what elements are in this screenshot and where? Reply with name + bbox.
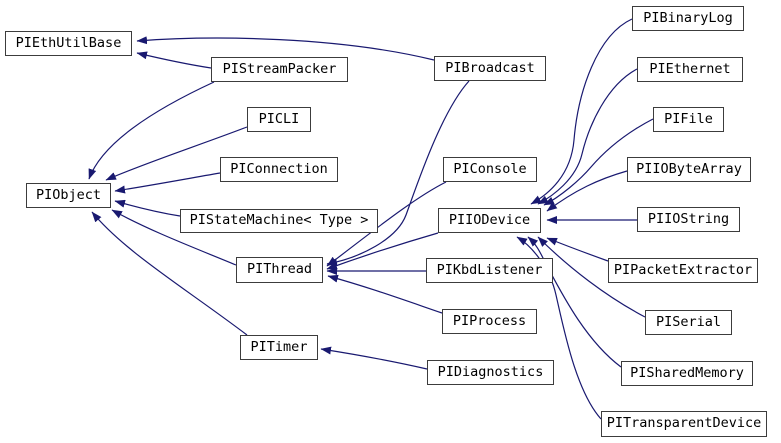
edge-PIBroadcast-to-PIThread: [326, 80, 470, 267]
edge-PIFile-to-PIIODevice: [543, 118, 654, 206]
class-node-PIPacketExtractor[interactable]: PIPacketExtractor: [608, 258, 758, 283]
edge-PIConnection-to-PIObject: [114, 172, 221, 194]
class-node-PIObject[interactable]: PIObject: [26, 183, 111, 208]
edge-PIBinaryLog-to-PIIODevice: [530, 18, 633, 205]
edge-PITimer-to-PIObject: [91, 211, 248, 336]
edge-PISharedMemory-to-PIIODevice: [527, 236, 622, 368]
class-node-PISharedMemory[interactable]: PISharedMemory: [621, 361, 753, 386]
edge-PIStreamPacker-to-PIObject: [88, 81, 215, 180]
class-node-PIThread[interactable]: PIThread: [236, 257, 323, 283]
edge-PIIOByteArray-to-PIIODevice: [546, 170, 628, 212]
edge-PIStreamPacker-to-PIEthUtilBase: [136, 51, 212, 69]
edge-PIStateMachine-to-PIObject: [114, 199, 181, 217]
class-node-PIEthernet[interactable]: PIEthernet: [637, 57, 743, 82]
class-node-PIStreamPacker[interactable]: PIStreamPacker: [211, 57, 348, 82]
class-node-PITransparentDevice[interactable]: PITransparentDevice: [601, 411, 767, 437]
class-node-PIBinaryLog[interactable]: PIBinaryLog: [632, 6, 744, 31]
edge-PIConsole-to-PIThread: [326, 181, 447, 267]
edge-PIPacketExtractor-to-PIIODevice: [546, 237, 609, 262]
class-node-PIConnection[interactable]: PIConnection: [220, 157, 338, 182]
edge-PIThread-to-PIObject: [111, 209, 237, 266]
class-node-PIFile[interactable]: PIFile: [653, 107, 724, 132]
edge-PIIODevice-to-PIThread: [326, 232, 439, 270]
edge-PISerial-to-PIIODevice: [537, 236, 646, 318]
edge-PIBroadcast-to-PIEthUtilBase: [136, 36, 435, 61]
class-node-PIKbdListener[interactable]: PIKbdListener: [426, 258, 553, 283]
edge-PICLI-to-PIObject: [105, 126, 248, 181]
class-node-PIProcess[interactable]: PIProcess: [442, 309, 537, 334]
edge-PIDiagnostics-to-PITimer: [320, 346, 428, 370]
class-node-PITimer[interactable]: PITimer: [240, 335, 318, 360]
class-node-PIConsole[interactable]: PIConsole: [443, 157, 537, 182]
class-node-PIBroadcast[interactable]: PIBroadcast: [434, 56, 546, 81]
class-node-PIIODevice[interactable]: PIIODevice: [438, 208, 541, 233]
edge-PITransparentDevice-to-PIIODevice: [516, 236, 602, 420]
class-node-PIEthUtilBase[interactable]: PIEthUtilBase: [5, 31, 132, 56]
class-node-PIStateMachine[interactable]: PIStateMachine< Type >: [180, 209, 378, 233]
class-node-PICLI[interactable]: PICLI: [247, 107, 311, 132]
class-node-PISerial[interactable]: PISerial: [645, 310, 732, 335]
class-node-PIIOByteArray[interactable]: PIIOByteArray: [627, 157, 751, 182]
class-node-PIDiagnostics[interactable]: PIDiagnostics: [427, 360, 554, 385]
edge-PIProcess-to-PIThread: [327, 274, 443, 314]
class-node-PIIOString[interactable]: PIIOString: [637, 207, 740, 232]
edge-PIEthernet-to-PIIODevice: [537, 68, 638, 205]
